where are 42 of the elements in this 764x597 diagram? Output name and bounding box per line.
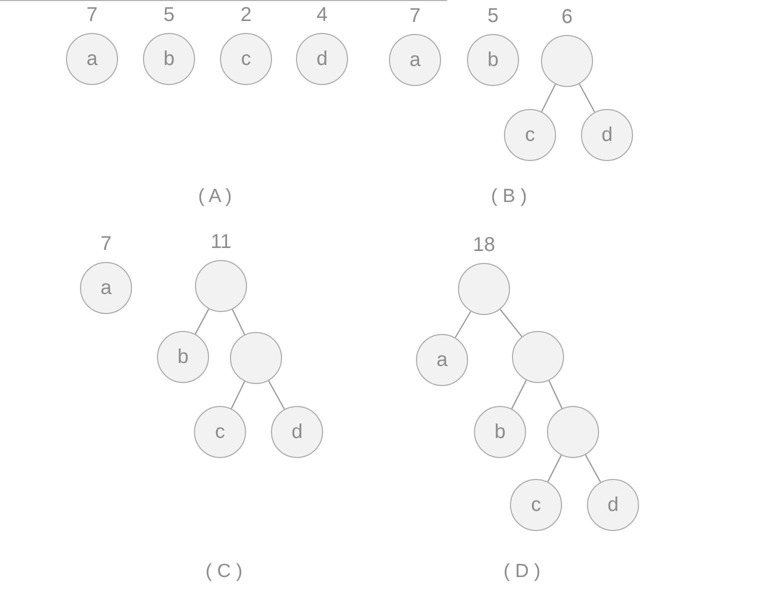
node-letter: a bbox=[409, 50, 421, 70]
weight-label: 18 bbox=[472, 235, 496, 255]
tree-edge bbox=[511, 380, 527, 410]
node-letter: a bbox=[86, 49, 98, 69]
node-letter: c bbox=[241, 49, 251, 69]
node-letter: d bbox=[316, 49, 328, 69]
panel-label: ( B ) bbox=[490, 187, 528, 206]
node-letter: b bbox=[177, 347, 189, 367]
node-letter: c bbox=[215, 422, 225, 442]
node-letter: b bbox=[494, 422, 506, 442]
node-letter: d bbox=[607, 495, 619, 515]
weight-label: 5 bbox=[162, 5, 176, 25]
weight-label: 7 bbox=[99, 234, 113, 254]
node-letter: c bbox=[525, 125, 535, 145]
tree-edge bbox=[268, 380, 285, 410]
node-letter: c bbox=[531, 495, 541, 515]
tree-edge bbox=[232, 309, 246, 335]
weight-label: 4 bbox=[315, 5, 329, 25]
tree-edge bbox=[541, 84, 556, 112]
weight-label: 6 bbox=[560, 7, 574, 27]
panel-label: ( A ) bbox=[197, 187, 233, 206]
weight-label: 11 bbox=[210, 232, 232, 252]
tree-edge bbox=[547, 454, 562, 482]
weight-label: 2 bbox=[239, 5, 253, 25]
panel-label: ( D ) bbox=[502, 562, 542, 581]
node-letter: d bbox=[601, 125, 613, 145]
panel-label: ( C ) bbox=[204, 562, 244, 581]
tree-edge bbox=[194, 308, 210, 334]
weight-label: 7 bbox=[408, 6, 422, 26]
node-letter: a bbox=[436, 350, 448, 370]
tree-edge bbox=[454, 311, 472, 338]
node-letter: b bbox=[163, 49, 175, 69]
tree-edge bbox=[548, 380, 563, 409]
node-letter: d bbox=[291, 422, 303, 442]
node-letter: b bbox=[487, 50, 499, 70]
tree-edge bbox=[578, 84, 596, 112]
tree-edge bbox=[230, 381, 246, 409]
node-letter: a bbox=[100, 278, 112, 298]
tree-edge bbox=[584, 454, 602, 482]
weight-label: 5 bbox=[486, 6, 500, 26]
tree-edge bbox=[500, 308, 522, 338]
weight-label: 7 bbox=[85, 5, 99, 25]
